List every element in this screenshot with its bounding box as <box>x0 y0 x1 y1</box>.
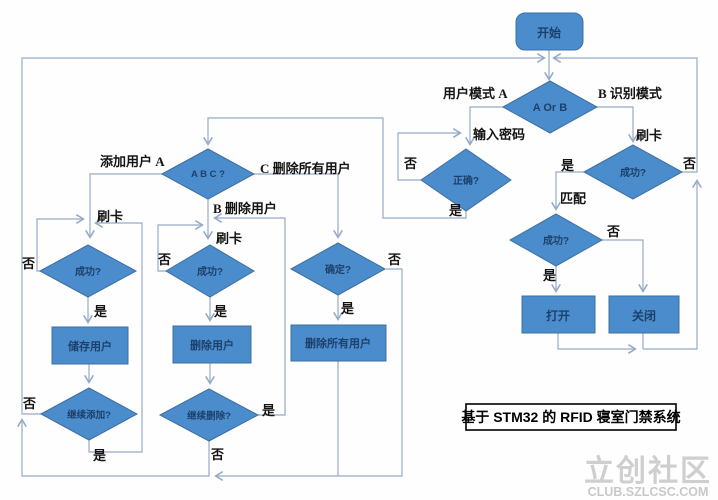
label-cont-add-no: 否 <box>22 396 36 411</box>
connectors <box>17 50 702 481</box>
node-add-success-decision <box>38 244 138 298</box>
node-confirm-label: 确定? <box>325 263 351 276</box>
edge-card-yes-to-match <box>551 171 584 211</box>
edge-bottom-merge-up-right-rail <box>643 179 702 350</box>
node-abc-label: A B C ? <box>191 169 225 180</box>
edge-add-retry-loop <box>36 214 85 272</box>
label-confirm-no: 否 <box>387 252 401 267</box>
edge-confirm-no-to-bottom <box>214 268 403 481</box>
node-del-success-decision <box>165 244 255 298</box>
node-password-decision <box>420 148 512 212</box>
edge-match-no-to-close <box>602 239 648 293</box>
edge-cont-del-no-to-left-rail <box>17 418 210 477</box>
label-match-yes: 是 <box>542 268 557 283</box>
node-card-decision <box>582 144 684 200</box>
node-close <box>608 295 680 334</box>
nodes: 开始 A Or B 正确? 成功? 成功? 打开 关闭 A B C ? 成功? … <box>38 12 684 442</box>
title-group: 基于 STM32 的 RFID 寝室门禁系统 <box>461 403 681 431</box>
edge-open-merge <box>557 333 637 354</box>
watermark-site: CLUB.SZLCSC.COM <box>588 485 709 499</box>
edge-password-yes-to-abc <box>203 117 467 219</box>
node-store-user <box>51 326 129 365</box>
label-enter-password: 输入密码 <box>473 127 525 142</box>
label-confirm-yes: 是 <box>340 301 355 316</box>
node-continue-add-decision <box>39 387 139 441</box>
edge-cont-add-no-to-top-rail <box>21 53 546 415</box>
node-start-label: 开始 <box>537 25 561 40</box>
label-add-yes: 是 <box>93 304 108 319</box>
edge-mode-to-card <box>597 106 638 143</box>
label-add-no: 否 <box>21 256 35 271</box>
label-password-no: 否 <box>403 156 417 171</box>
node-match-decision <box>508 213 604 267</box>
label-swipe-card-add: 刷卡 <box>97 209 123 224</box>
edge-mode-to-password <box>465 106 503 146</box>
node-store-user-label: 储存用户 <box>68 339 112 353</box>
label-card-no: 否 <box>682 156 696 171</box>
node-open-label: 打开 <box>546 308 570 323</box>
label-cont-del-no: 否 <box>210 447 224 462</box>
node-delete-all-users <box>290 324 387 362</box>
label-delete-all-branch: C 删除所有用户 <box>260 161 351 176</box>
node-abc-decision <box>160 148 256 200</box>
node-delete-user <box>172 325 252 364</box>
node-password-label: 正确? <box>453 174 479 187</box>
node-close-label: 关闭 <box>632 308 656 323</box>
label-del-no: 否 <box>157 252 171 267</box>
node-confirm-decision <box>289 242 387 296</box>
node-mode-decision <box>501 80 599 134</box>
watermark-logo: 立创社区 <box>584 454 712 488</box>
node-open <box>521 295 596 334</box>
label-add-user-branch: 添加用户 A <box>100 154 165 169</box>
node-continue-del-decision <box>158 388 260 442</box>
node-continue-add-label: 继续添加? <box>67 409 111 421</box>
node-add-success-label: 成功? <box>75 265 101 278</box>
node-match-label: 成功? <box>543 234 569 247</box>
edge-del-retry-loop <box>157 220 204 272</box>
label-cont-del-yes: 是 <box>261 403 276 418</box>
edge-cont-del-yes-loop <box>213 213 286 416</box>
node-continue-del-label: 继续删除? <box>187 410 231 422</box>
watermark: 立创社区 CLUB.SZLCSC.COM <box>584 454 712 499</box>
edge-abc-to-delete-all <box>254 173 343 239</box>
label-cont-add-yes: 是 <box>92 448 107 463</box>
edge-abc-to-add-branch <box>85 173 162 239</box>
node-delete-all-label: 删除所有用户 <box>305 336 371 350</box>
diagram-title: 基于 STM32 的 RFID 寝室门禁系统 <box>461 409 680 425</box>
label-user-mode: 用户模式 A <box>442 86 508 101</box>
label-del-yes: 是 <box>213 304 228 319</box>
node-del-success-label: 成功? <box>197 265 223 278</box>
edge-labels: 用户模式 A B 识别模式 输入密码 刷卡 否 是 是 否 匹配 否 是 添加用… <box>21 86 696 463</box>
label-match-no: 否 <box>606 224 620 239</box>
label-match: 匹配 <box>560 191 586 206</box>
edge-password-retry-loop <box>397 128 462 181</box>
label-card-yes: 是 <box>560 158 575 173</box>
node-delete-user-label: 删除用户 <box>190 338 234 352</box>
label-swipe-card-del: 刷卡 <box>216 231 242 246</box>
edge-card-no-to-top-rail <box>552 53 698 173</box>
node-card-label: 成功? <box>620 166 646 179</box>
node-mode-label: A Or B <box>533 102 567 114</box>
label-delete-user-branch: B 删除用户 <box>213 201 277 216</box>
edge-cont-add-yes-loop <box>88 218 143 453</box>
label-recognition-mode: B 识别模式 <box>598 86 662 101</box>
node-start <box>515 12 584 51</box>
label-swipe-card-b: 刷卡 <box>636 128 662 143</box>
label-password-yes: 是 <box>448 203 463 218</box>
title-box <box>465 403 677 431</box>
